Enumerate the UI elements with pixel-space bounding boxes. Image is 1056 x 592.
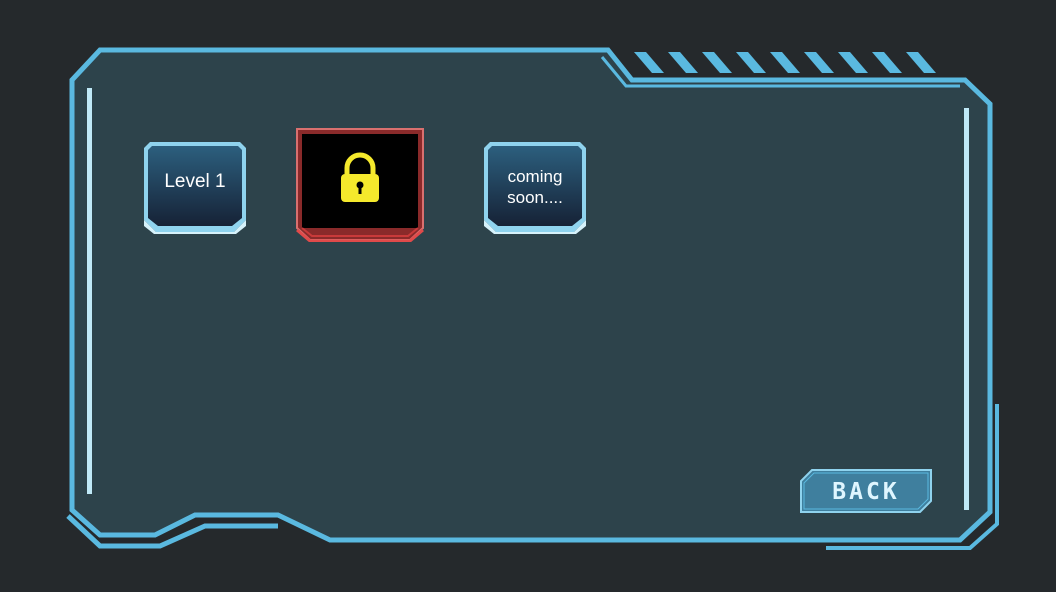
level-1-tile[interactable]: Level 1 xyxy=(142,140,248,234)
frame-stripe xyxy=(770,52,800,73)
frame-inner-line xyxy=(600,56,960,88)
back-button[interactable]: BACK xyxy=(800,469,932,513)
frame-stripes xyxy=(634,52,936,73)
frame-stripe xyxy=(804,52,834,73)
frame-stripe xyxy=(702,52,732,73)
padlock-icon xyxy=(341,152,379,202)
frame-bottom-right-accent xyxy=(826,404,999,550)
frame-bottom-left-accent xyxy=(66,514,278,549)
panel-background xyxy=(69,47,993,543)
frame-stripe xyxy=(838,52,868,73)
back-button-label: BACK xyxy=(832,479,900,505)
frame-stripe xyxy=(668,52,698,73)
locked-level-tile[interactable] xyxy=(296,128,424,242)
frame-stripe xyxy=(906,52,936,73)
frame-left-bar xyxy=(87,88,92,494)
frame-right-bar xyxy=(964,108,969,510)
level-1-label: Level 1 xyxy=(164,171,226,192)
frame-stripe xyxy=(634,52,664,73)
frame-stripe xyxy=(872,52,902,73)
frame-stripe xyxy=(736,52,766,73)
